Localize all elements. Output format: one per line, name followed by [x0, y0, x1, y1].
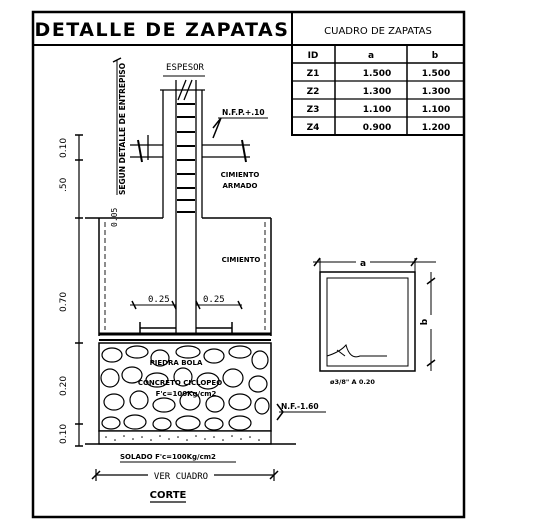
- dim-025: [130, 300, 243, 310]
- table-cell: Z1: [307, 69, 320, 79]
- table-cell: 1.100: [363, 105, 391, 115]
- plan-note: ø3/8" A 0.20: [330, 378, 375, 386]
- table-header-a: a: [368, 51, 374, 61]
- cimiento-armado-label-2: ARMADO: [223, 182, 258, 190]
- table-header-b: b: [432, 51, 439, 61]
- piedra-bola-labels: PIEDRA BOLA CONCRETO CICLOPEO F'c=100Kg/…: [138, 359, 222, 398]
- ciclopeo-fc-label: F'c=100Kg/cm2: [156, 390, 217, 398]
- break-line: [160, 79, 205, 101]
- nfp-marker: [212, 117, 222, 139]
- column: [162, 80, 203, 334]
- dim-label: 0.70: [59, 292, 69, 312]
- nfp-label: N.F.P.+.10: [222, 108, 265, 117]
- sheet-border: [31, 10, 466, 519]
- table-cell: 0.900: [363, 123, 391, 133]
- piedra-bola-fill: [98, 342, 272, 432]
- table-cell: 1.100: [422, 105, 450, 115]
- floor-slab: [130, 135, 250, 163]
- table-header-id: ID: [308, 51, 319, 61]
- dim-label: .50: [59, 177, 69, 192]
- dim-025-right: 0.25: [203, 295, 225, 305]
- cimiento: [85, 217, 272, 336]
- vertical-note: SEGUN DETALLE DE ENTREPISO: [118, 63, 127, 195]
- table-cell: 1.300: [363, 87, 391, 97]
- solado-label: SOLADO F'c=100Kg/cm2: [120, 453, 216, 461]
- table-cell: Z3: [307, 105, 320, 115]
- table-cell: Z2: [307, 87, 320, 97]
- dim-label: 0.10: [59, 424, 69, 444]
- sheet-title: DETALLE DE ZAPATAS: [35, 19, 290, 41]
- cimiento-label: CIMIENTO: [222, 256, 261, 264]
- espesor-label: ESPESOR: [166, 63, 205, 73]
- corte-label: CORTE: [150, 490, 187, 501]
- plan-b-label: b: [420, 318, 430, 325]
- dim-label: 0.20: [59, 376, 69, 396]
- dim-025-left: 0.25: [148, 295, 170, 305]
- zapatas-table: CUADRO DE ZAPATAS ID a b Z1 1.500 1.500 …: [291, 11, 465, 136]
- stirrups: [177, 103, 195, 213]
- table-title: CUADRO DE ZAPATAS: [324, 26, 432, 37]
- ciclopeo-label: CONCRETO CICLOPEO: [138, 379, 222, 387]
- plan-a-label: a: [360, 259, 366, 269]
- dim-label: 0.10: [59, 138, 69, 158]
- table-cell: 1.500: [363, 69, 391, 79]
- bottom-rebar: [99, 322, 271, 341]
- table-cell: 1.500: [422, 69, 450, 79]
- table-cell: 1.200: [422, 123, 450, 133]
- table-cell: Z4: [307, 123, 320, 133]
- table-cell: 1.300: [422, 87, 450, 97]
- ver-cuadro-label: VER CUADRO: [154, 472, 208, 482]
- plan-view: [313, 257, 436, 372]
- nf-marker: [276, 403, 284, 421]
- solado: [85, 430, 296, 445]
- cimiento-armado-label: CIMIENTO: [221, 171, 260, 179]
- nf-label: N.F.-1.60: [281, 402, 319, 411]
- piedra-bola-label: PIEDRA BOLA: [150, 359, 203, 367]
- left-dimension-chain: 0.10 .50 0.70 0.20 0.10: [59, 134, 83, 447]
